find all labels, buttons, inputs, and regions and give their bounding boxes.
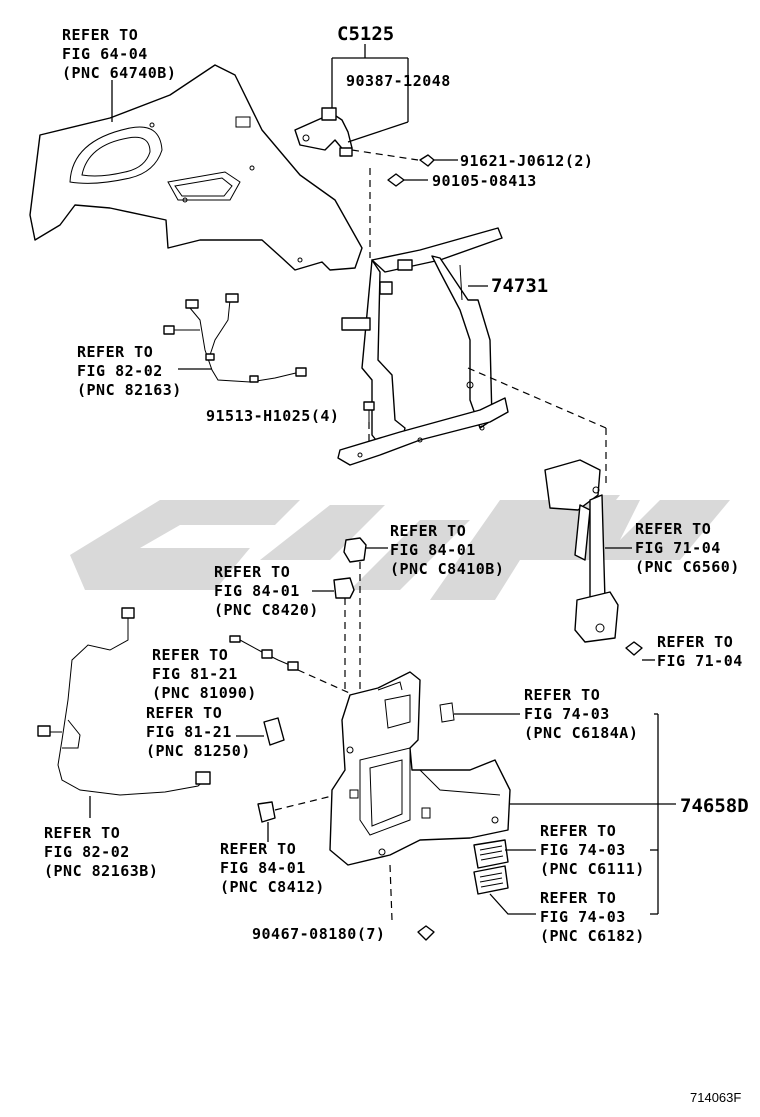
ref-label-fig-84-01-b-line3: (PNC C8420) — [214, 601, 319, 619]
belt-frame-74731 — [337, 227, 509, 466]
part-label-74658d: 74658D — [680, 795, 749, 817]
ref-label-fig-82-02-b-line1: REFER TO — [44, 824, 120, 842]
ref-label-fig-74-03-c-line2: FIG 74-03 — [540, 908, 626, 926]
ref-label-fig-81-21-b-line3: (PNC 81250) — [146, 742, 251, 760]
ref-label-fig-64-04-line3: (PNC 64740B) — [62, 64, 176, 82]
ref-label-fig-82-02-b-line2: FIG 82-02 — [44, 843, 130, 861]
part-label-c5125: C5125 — [337, 23, 394, 45]
part-label-91513: 91513-H1025(4) — [206, 407, 339, 425]
ref-label-fig-84-01-c-line3: (PNC C8412) — [220, 878, 325, 896]
ref-label-fig-82-02-a-line3: (PNC 82163) — [77, 381, 182, 399]
ref-label-fig-84-01-c-line2: FIG 84-01 — [220, 859, 306, 877]
caution-label-c6182 — [473, 865, 509, 895]
ref-label-fig-74-03-b-line1: REFER TO — [540, 822, 616, 840]
ref-label-fig-74-03-a-line2: FIG 74-03 — [524, 705, 610, 723]
ref-label-fig-82-02-b-line3: (PNC 82163B) — [44, 862, 158, 880]
ref-label-fig-84-01-b-line1: REFER TO — [214, 563, 290, 581]
part-label-91621: 91621-J0612(2) — [460, 152, 593, 170]
ref-label-fig-74-03-a-line3: (PNC C6184A) — [524, 724, 638, 742]
ref-label-fig-84-01-c-line1: REFER TO — [220, 840, 296, 858]
clip-c8410b — [343, 537, 367, 563]
ref-label-fig-71-04-b-line1: REFER TO — [657, 633, 733, 651]
ref-label-fig-82-02-a-line1: REFER TO — [77, 343, 153, 361]
bolt-91621 — [351, 149, 435, 167]
ref-label-fig-84-01-a-line1: REFER TO — [390, 522, 466, 540]
belt-anchor-bolt — [625, 641, 643, 656]
ref-label-fig-64-04-line2: FIG 64-04 — [62, 45, 148, 63]
quarter-trim-panel — [29, 64, 363, 271]
ref-label-fig-84-01-b-line2: FIG 84-01 — [214, 582, 300, 600]
ref-label-fig-81-21-a-line3: (PNC 81090) — [152, 684, 257, 702]
ref-label-fig-81-21-b-line2: FIG 81-21 — [146, 723, 232, 741]
ref-label-fig-74-03-b-line2: FIG 74-03 — [540, 841, 626, 859]
ref-label-fig-71-04-a-line3: (PNC C6560) — [635, 558, 740, 576]
bolt-91513 — [363, 401, 375, 445]
part-label-90467: 90467-08180(7) — [252, 925, 385, 943]
clip-c8412 — [257, 795, 333, 823]
part-label-90387: 90387-12048 — [346, 72, 451, 90]
part-label-74731: 74731 — [491, 275, 548, 297]
lower-trim-74658d — [329, 671, 511, 866]
ref-label-fig-71-04-a-line2: FIG 71-04 — [635, 539, 721, 557]
ref-label-fig-82-02-a-line2: FIG 82-02 — [77, 362, 163, 380]
screw-90467 — [389, 864, 435, 941]
ref-label-fig-74-03-c-line3: (PNC C6182) — [540, 927, 645, 945]
ref-label-fig-81-21-a-line2: FIG 81-21 — [152, 665, 238, 683]
seat-belt-assembly — [544, 459, 619, 643]
diagram-code: 714063F — [690, 1090, 741, 1105]
ref-label-fig-81-21-b-line1: REFER TO — [146, 704, 222, 722]
ref-label-fig-64-04-line1: REFER TO — [62, 26, 138, 44]
ref-label-fig-74-03-b-line3: (PNC C6111) — [540, 860, 645, 878]
wire-harness-82163b — [37, 607, 211, 796]
ref-label-fig-71-04-b-line2: FIG 71-04 — [657, 652, 743, 670]
ref-label-fig-84-01-a-line2: FIG 84-01 — [390, 541, 476, 559]
bolt-90105 — [387, 173, 405, 187]
ref-label-fig-71-04-a-line1: REFER TO — [635, 520, 711, 538]
wire-harness-82163 — [163, 293, 307, 383]
caution-label-c6111 — [473, 839, 509, 869]
switch-81250 — [263, 717, 285, 746]
anchor-bracket — [294, 107, 353, 157]
ref-label-fig-74-03-a-line1: REFER TO — [524, 686, 600, 704]
ref-label-fig-74-03-c-line1: REFER TO — [540, 889, 616, 907]
part-label-90105: 90105-08413 — [432, 172, 537, 190]
ref-label-fig-81-21-a-line1: REFER TO — [152, 646, 228, 664]
clip-c8420 — [333, 577, 355, 599]
ref-label-fig-84-01-a-line3: (PNC C8410B) — [390, 560, 504, 578]
